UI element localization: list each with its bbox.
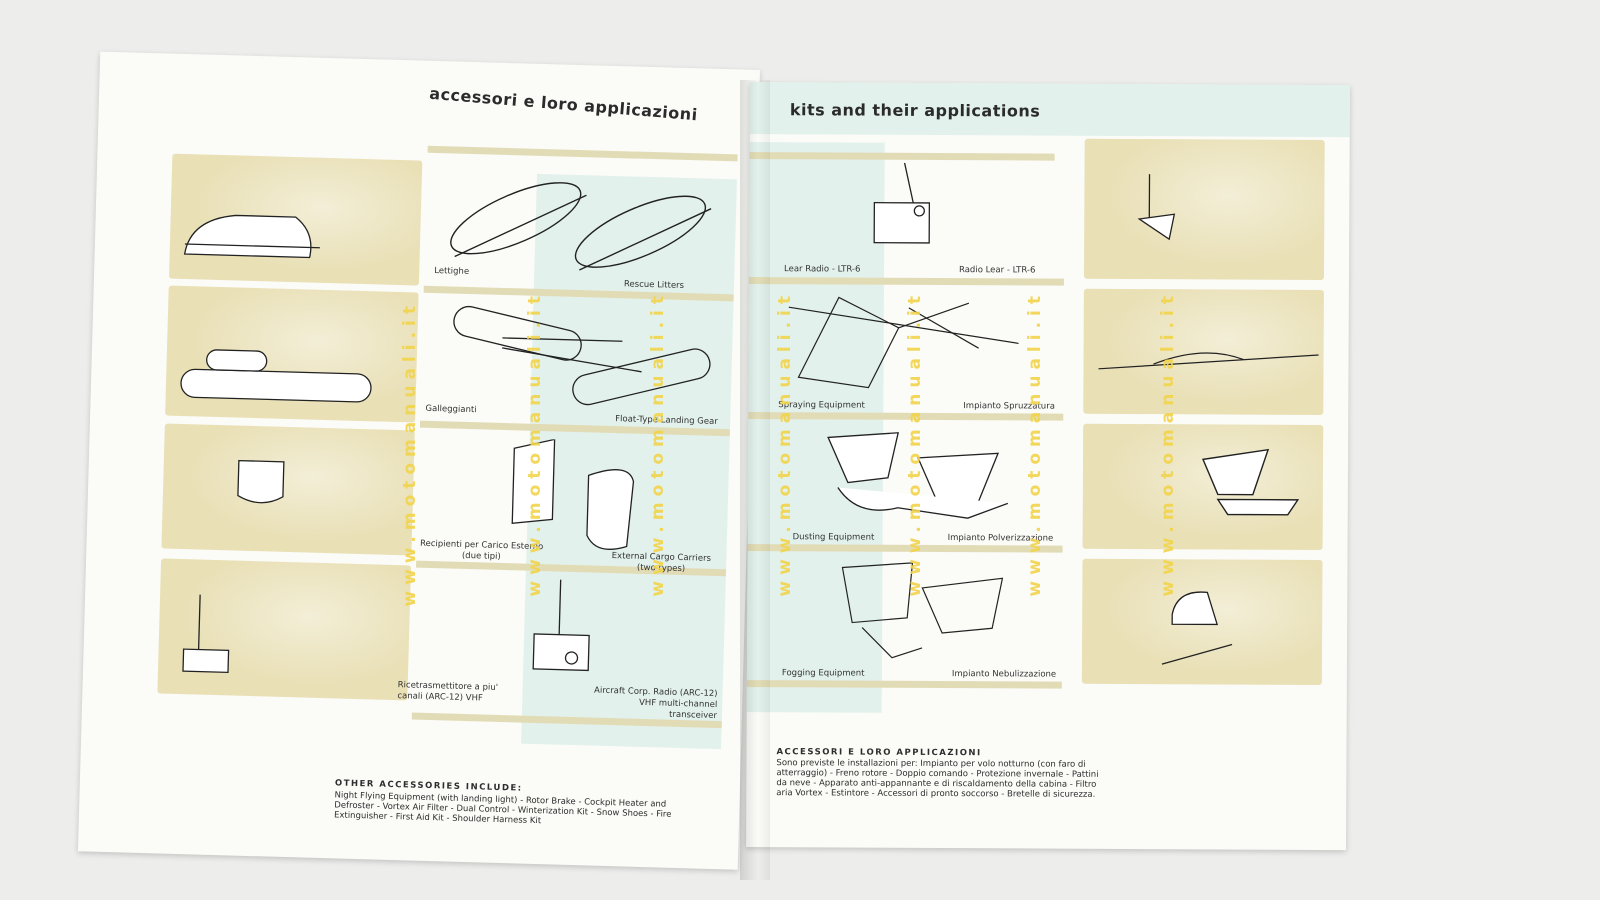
litter-drawing <box>450 182 712 271</box>
litter-photo-drawing <box>183 214 320 259</box>
right-footer-body: Sono previste le installazioni per: Impi… <box>776 758 1099 800</box>
watermark-6: www.motomanuali.it <box>1025 290 1045 597</box>
spraying-photo-drawing <box>1098 352 1319 370</box>
dusting-photo-drawing <box>1202 448 1300 516</box>
float-photo-drawing <box>180 349 372 403</box>
caption-litters-it: Lettighe <box>434 265 470 277</box>
right-page: kits and their applications <box>745 82 1350 851</box>
lear-photo-drawing <box>1137 174 1176 241</box>
cargo-photo-drawing <box>237 459 285 504</box>
caption-fogging-en: Fogging Equipment <box>781 668 865 679</box>
caption-radio-en: Aircraft Corp. Radio (ARC-12) VHF multi-… <box>593 685 718 722</box>
right-footer-heading: ACCESSORI E LORO APPLICAZIONI <box>776 747 982 759</box>
photo-lear-radio-helicopter <box>1083 138 1325 281</box>
cargo-drawing <box>511 438 635 550</box>
radio-drawing <box>532 579 590 672</box>
dusting-drawing <box>827 432 1009 519</box>
spraying-drawing <box>788 296 1019 389</box>
fogging-photo-drawing <box>1161 591 1233 665</box>
float-drawing <box>453 305 711 406</box>
caption-fogging-it: Impianto Nebulizzazione <box>951 669 1057 680</box>
booklet: accessori e loro applicazioni <box>77 40 1350 880</box>
caption-lear-en: Lear Radio - LTR-6 <box>783 264 861 275</box>
radio-photo-drawing <box>182 594 230 674</box>
caption-dusting-en: Dusting Equipment <box>792 532 875 543</box>
watermark-3: www.motomanuali.it <box>648 290 668 597</box>
caption-floats-it: Galleggianti <box>425 403 477 416</box>
left-page-title: accessori e loro applicazioni <box>428 83 699 125</box>
left-page: accessori e loro applicazioni <box>77 51 760 870</box>
fogging-drawing <box>841 562 1004 659</box>
watermark-2: www.motomanuali.it <box>525 290 545 597</box>
watermark-1: www.motomanuali.it <box>400 300 420 607</box>
right-page-title: kits and their applications <box>789 100 1041 121</box>
watermark-4: www.motomanuali.it <box>775 290 795 597</box>
caption-radio-it: Ricetrasmettitore a piu' canali (ARC-12)… <box>397 680 499 704</box>
caption-lear-it: Radio Lear - LTR-6 <box>958 265 1036 276</box>
left-footer-body: Night Flying Equipment (with landing lig… <box>333 790 672 827</box>
lear-radio-drawing <box>873 162 931 244</box>
band-top <box>427 145 738 162</box>
watermark-7: www.motomanuali.it <box>1158 290 1178 597</box>
watermark-5: www.motomanuali.it <box>905 290 925 597</box>
booklet-spine <box>740 80 770 880</box>
